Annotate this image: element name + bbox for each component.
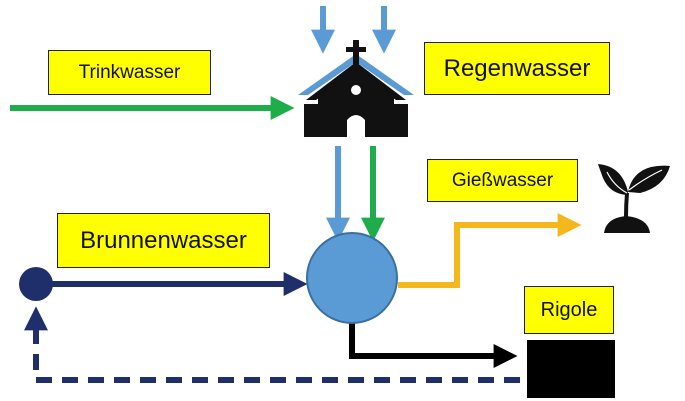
label-giesswasser: Gießwasser (427, 159, 578, 202)
label-rigole: Rigole (524, 286, 614, 334)
church-icon (298, 40, 414, 137)
drain-arrow (349, 318, 518, 368)
rigole-block-icon (527, 340, 615, 398)
well-node-icon (19, 267, 53, 301)
irrigation-water-arrow (398, 213, 582, 288)
label-brunnenwasser: Brunnenwasser (57, 213, 270, 268)
label-regenwasser: Regenwasser (424, 42, 610, 95)
label-trinkwasser: Trinkwasser (48, 50, 211, 95)
plant-seedling-icon (598, 164, 670, 233)
water-tank-icon (306, 232, 398, 324)
return-dashed-arrow (24, 306, 520, 383)
